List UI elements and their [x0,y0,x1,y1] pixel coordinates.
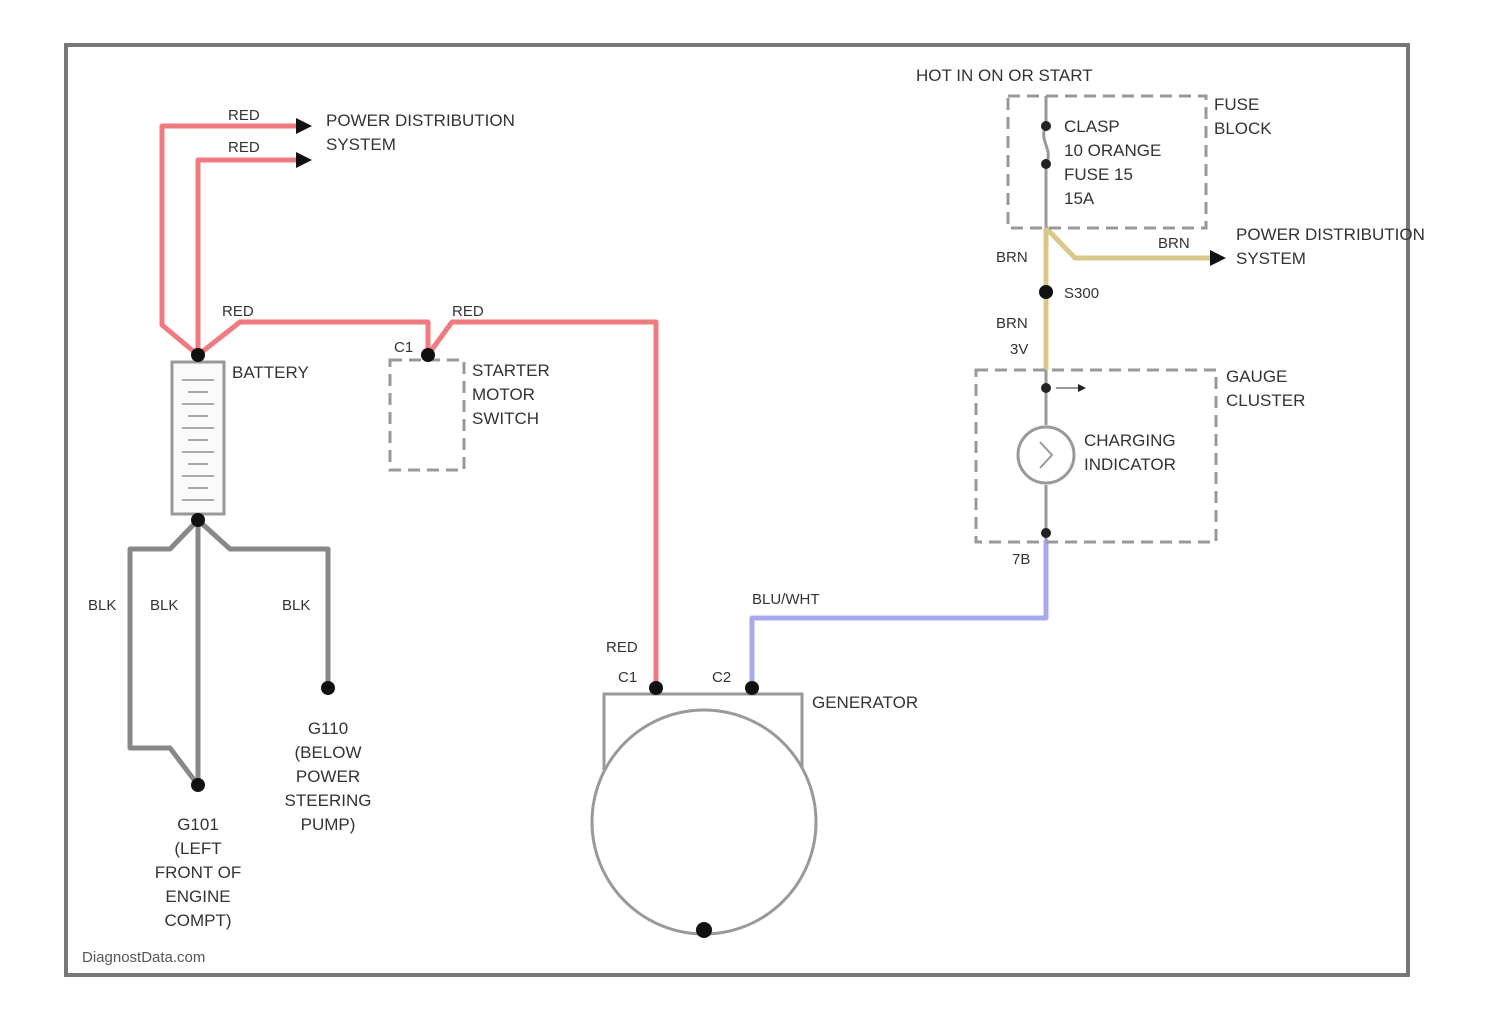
battery-negative-node [191,513,205,527]
charging-indicator-label-1: CHARGING [1084,431,1176,450]
battery-positive-node [191,348,205,362]
wire-label-red-1: RED [228,107,260,124]
wire-label-blk-2: BLK [150,597,178,614]
gen-c2-node [745,681,759,695]
starter-node [421,348,435,362]
svg-text:(LEFT: (LEFT [174,839,221,858]
starter-label-1: STARTER [472,361,550,380]
watermark: DiagnostData.com [82,949,205,966]
wire-label-blu-wht: BLU/WHT [752,591,820,608]
charging-indicator-lamp [1018,427,1074,483]
starter-label-2: MOTOR [472,385,535,404]
wire-label-red-4: RED [452,303,484,320]
gen-c1-label: C1 [618,669,637,686]
fuse-element [1044,126,1049,164]
svg-text:PUMP): PUMP) [301,815,356,834]
wire-blu-wht [752,540,1046,688]
battery-symbol [172,362,224,514]
gen-c1-node [649,681,663,695]
splice-label: S300 [1064,285,1099,302]
svg-text:FRONT OF: FRONT OF [155,863,242,882]
ground-g110-label: G110 (BELOW POWER STEERING PUMP) [285,719,372,834]
gauge-cluster-label-1: GAUGE [1226,367,1287,386]
red-wires [162,126,656,688]
generator-symbol [592,694,816,934]
wire-label-blk-3: BLK [282,597,310,614]
gauge-cluster-label-2: CLUSTER [1226,391,1305,410]
svg-text:POWER: POWER [296,767,360,786]
hot-in-label: HOT IN ON OR START [916,66,1093,85]
pds-right-label-2: SYSTEM [1236,249,1306,268]
charging-indicator-label-2: INDICATOR [1084,455,1176,474]
lamp-filament [1040,442,1052,468]
wire-label-red-2: RED [228,139,260,156]
arrow-pds-1 [296,118,312,134]
wire-label-red-5: RED [606,639,638,656]
starter-switch-box [390,360,464,470]
svg-text:ENGINE: ENGINE [165,887,230,906]
generator-ground-node [696,922,712,938]
fuse-block-label-2: BLOCK [1214,119,1272,138]
fuse-detail-2: 10 ORANGE [1064,141,1161,160]
pin-top-label: 3V [1010,341,1028,358]
gen-c2-label: C2 [712,669,731,686]
wire-red-pds-2 [198,160,300,355]
splice-node [1039,285,1053,299]
fuse-block-box [1008,96,1206,228]
svg-text:STEERING: STEERING [285,791,372,810]
ground-g101-node [191,778,205,792]
ground-g101-label: G101 (LEFT FRONT OF ENGINE COMPT) [155,815,242,930]
ground-g110-node [321,681,335,695]
svg-text:G110: G110 [308,719,348,738]
svg-text:COMPT): COMPT) [164,911,231,930]
pds-right-label-1: POWER DISTRIBUTION [1236,225,1425,244]
cluster-node-out [1041,528,1051,538]
arrow-pds-right [1210,250,1226,266]
fuse-detail-4: 15A [1064,189,1095,208]
wire-label-brn-1: BRN [996,249,1028,266]
pds-top-label-2: SYSTEM [326,135,396,154]
wire-label-brn-2: BRN [1158,235,1190,252]
arrow-pds-2 [296,152,312,168]
starter-label-3: SWITCH [472,409,539,428]
pin-bottom-label: 7B [1012,551,1030,568]
wire-label-brn-3: BRN [996,315,1028,332]
fuse-detail-1: CLASP [1064,117,1120,136]
svg-text:G101: G101 [177,815,219,834]
fuse-block-label-1: FUSE [1214,95,1259,114]
pds-top-label-1: POWER DISTRIBUTION [326,111,515,130]
battery-label: BATTERY [232,363,309,382]
fuse-node-top [1041,121,1051,131]
generator-label: GENERATOR [812,693,918,712]
fuse-detail-3: FUSE 15 [1064,165,1133,184]
cluster-node-in [1041,383,1051,393]
fuse-node-bottom [1041,159,1051,169]
wire-blk-1 [130,520,198,785]
svg-text:(BELOW: (BELOW [294,743,361,762]
starter-connector-label: C1 [394,339,413,356]
wire-label-red-3: RED [222,303,254,320]
wire-label-blk-1: BLK [88,597,116,614]
cluster-arrow-head [1078,384,1086,392]
